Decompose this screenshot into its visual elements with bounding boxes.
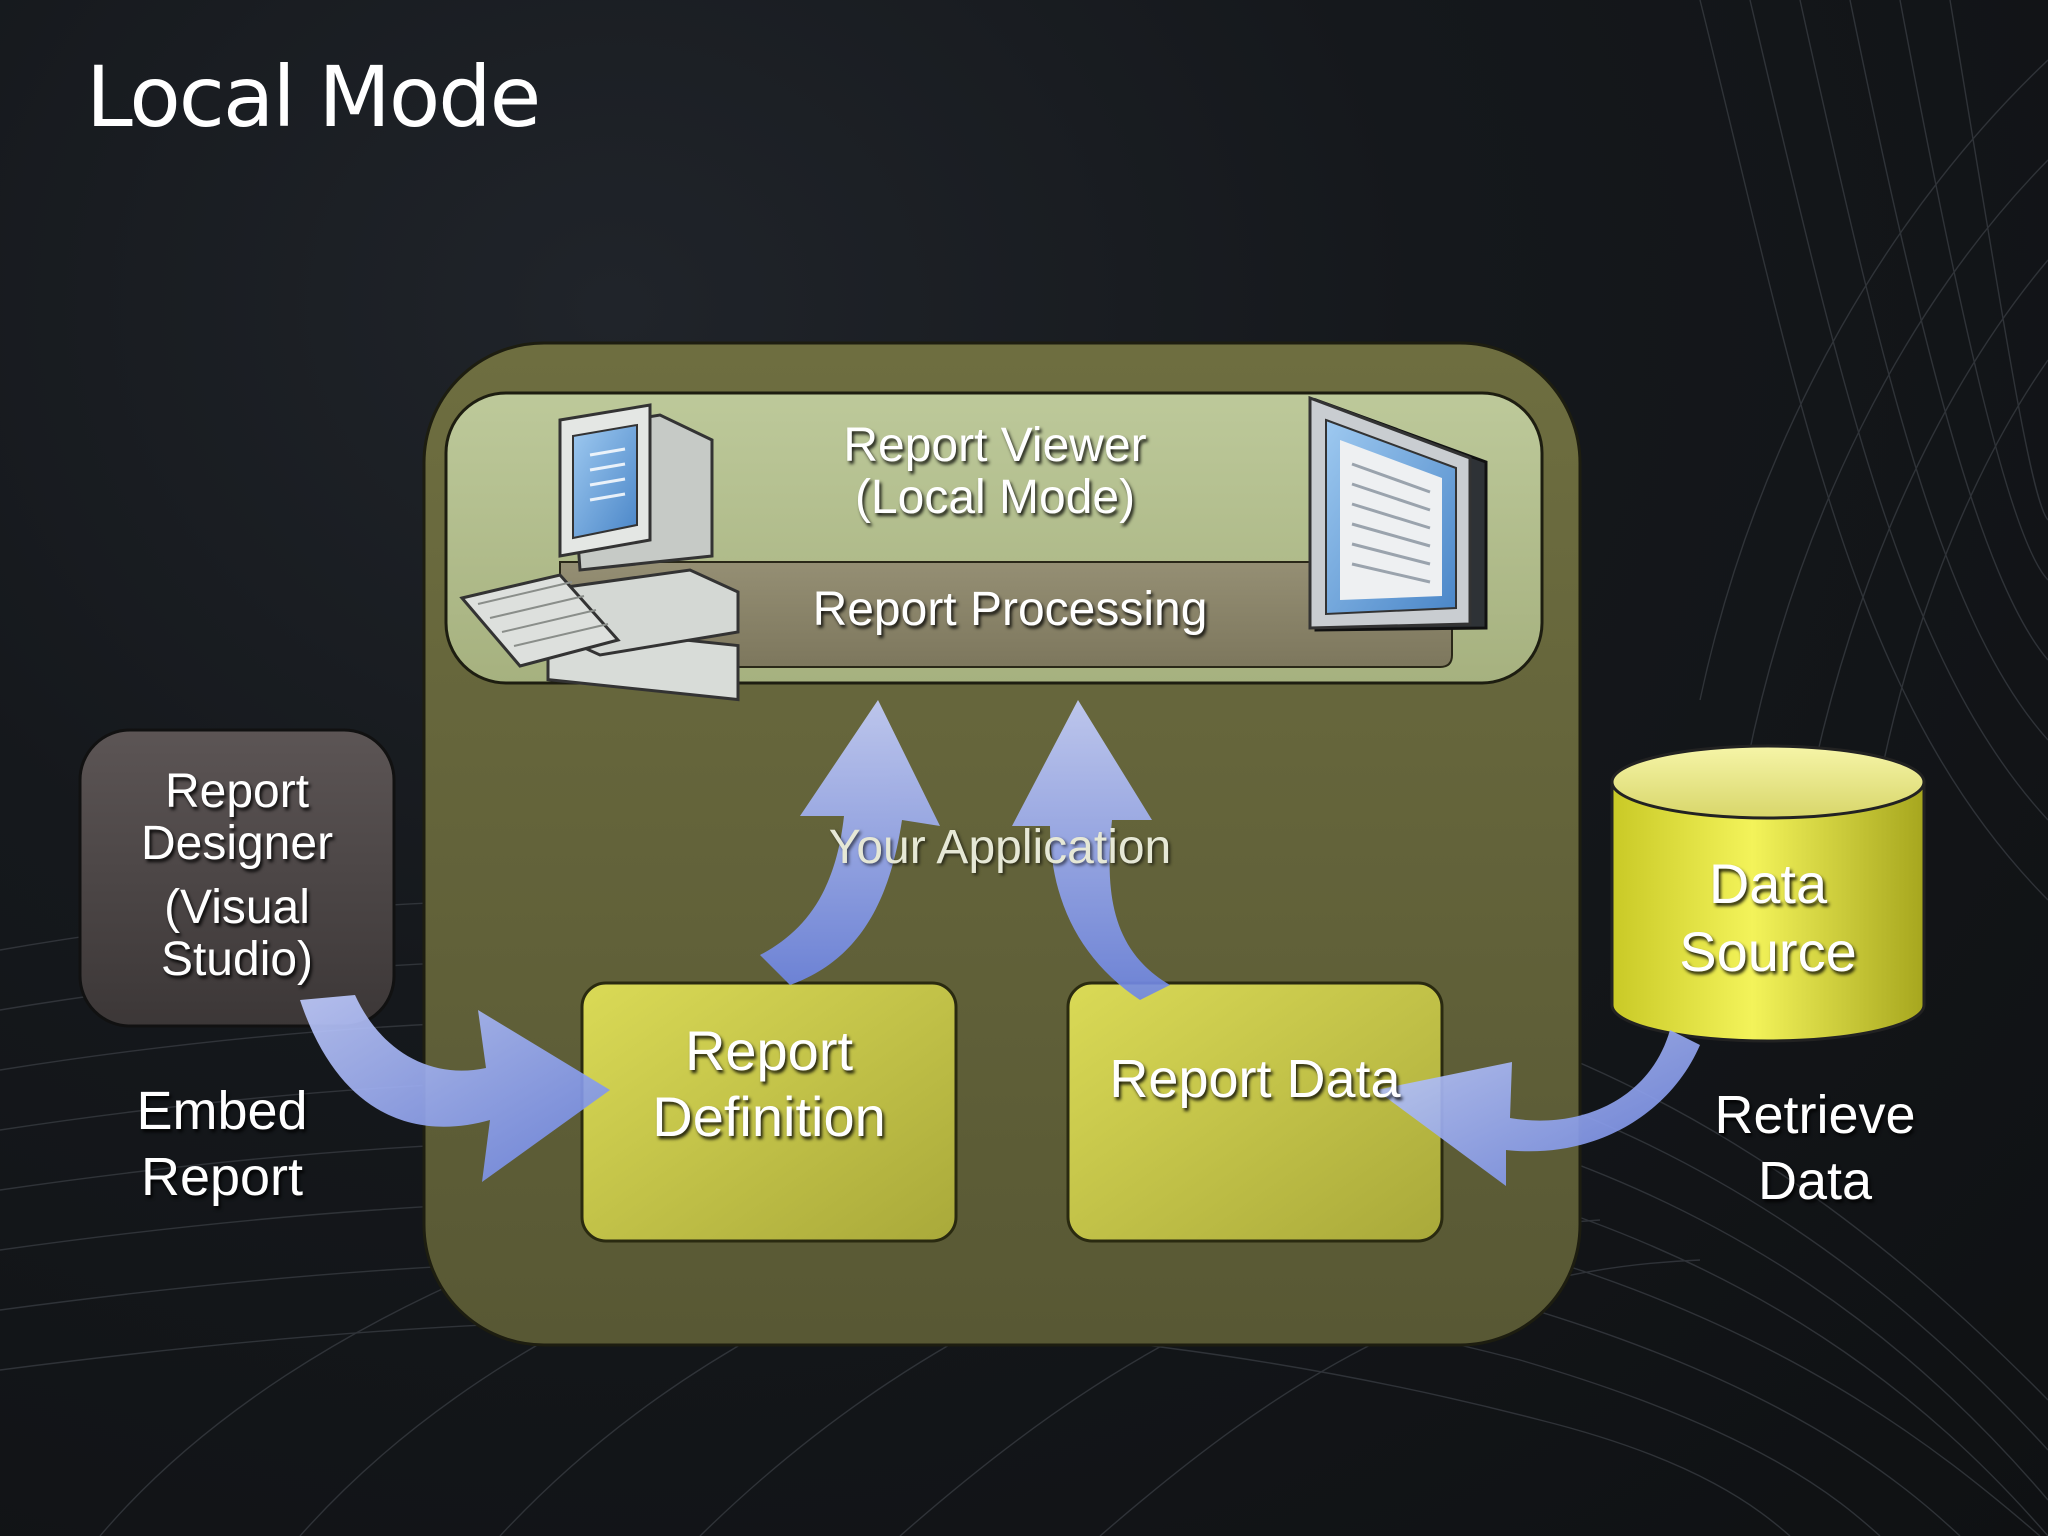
data-up-arrow bbox=[1012, 700, 1170, 1000]
report-definition-label: Report Definition bbox=[652, 1019, 886, 1148]
retrieve-arrow bbox=[1376, 1030, 1700, 1186]
report-designer-label: Report Designer (Visual Studio) bbox=[140, 765, 334, 986]
report-processing-label: Report Processing bbox=[812, 583, 1208, 636]
retrieve-data-label: Retrieve Data bbox=[1714, 1085, 1916, 1211]
embed-report-label: Embed Report bbox=[136, 1081, 308, 1207]
report-data-box bbox=[1066, 981, 1444, 1243]
embed-arrow bbox=[300, 995, 610, 1182]
report-designer-box bbox=[78, 728, 396, 1028]
computer-icon bbox=[459, 403, 740, 702]
page-title: Local Mode bbox=[86, 48, 541, 146]
report-viewer-label: Report Viewer (Local Mode) bbox=[843, 419, 1147, 524]
database-icon bbox=[1610, 744, 1926, 1043]
monitor-icon bbox=[1308, 395, 1488, 632]
report-data-label: Report Data bbox=[1109, 1049, 1401, 1109]
definition-up-arrow bbox=[760, 700, 940, 985]
data-source-label: Data Source bbox=[1679, 852, 1857, 983]
report-definition-box bbox=[580, 981, 958, 1243]
application-label: Your Application bbox=[828, 821, 1172, 874]
